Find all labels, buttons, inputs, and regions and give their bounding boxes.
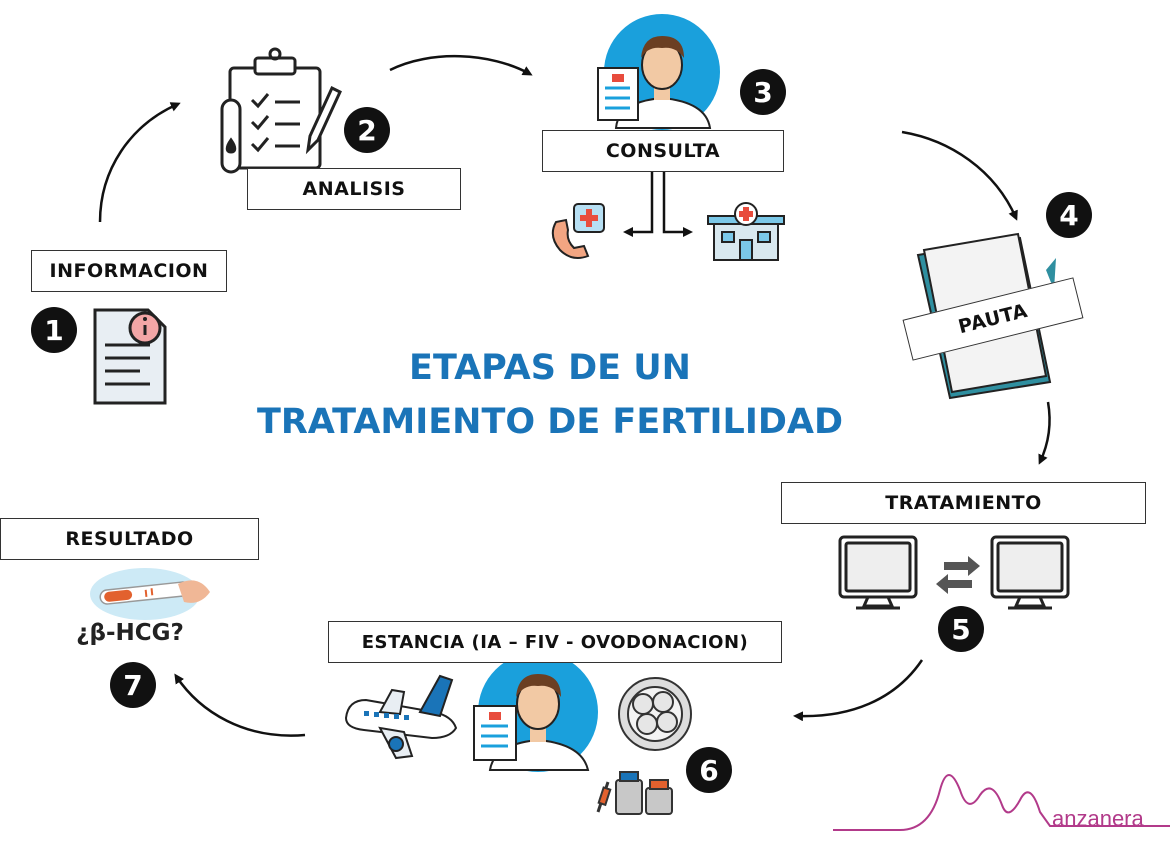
step-number-6: 6	[686, 747, 732, 793]
medication-icon	[596, 771, 673, 815]
step-label-tratamiento: TRATAMIENTO	[781, 482, 1146, 524]
embryo-icon	[618, 677, 692, 751]
result-note: ¿β-HCG?	[76, 620, 184, 646]
consulta-branch	[623, 172, 693, 237]
step-label-consulta: CONSULTA	[542, 130, 784, 172]
doctor-icon-stay	[473, 652, 598, 772]
exchange-arrows-icon	[936, 556, 980, 594]
arrow-5-to-6	[793, 659, 924, 722]
info-document-icon	[93, 308, 167, 405]
step-number-1: 1	[31, 307, 77, 353]
step-number-4: 4	[1046, 192, 1092, 238]
computer-right-icon	[990, 535, 1070, 610]
step-number-5: 5	[938, 606, 984, 652]
diagram-title-line-1: ETAPAS DE UN	[409, 348, 691, 388]
arrow-3-to-4	[901, 130, 1018, 221]
step-number-2: 2	[344, 107, 390, 153]
phone-medical-icon	[551, 203, 605, 259]
step-number-3: 3	[740, 69, 786, 115]
computer-left-icon	[838, 535, 918, 610]
brand-logo-curve	[833, 774, 1170, 831]
arrow-6-to-7	[174, 673, 306, 737]
diagram-title-line-2: TRATAMIENTO DE FERTILIDAD	[256, 402, 844, 442]
step-label-informacion: INFORMACION	[31, 250, 227, 292]
step-label-analisis: ANALISIS	[247, 168, 461, 210]
brand-name: anzanera	[1052, 806, 1144, 831]
pregnancy-test-icon	[90, 568, 210, 620]
step-number-7: 7	[110, 662, 156, 708]
arrow-1-to-2	[98, 102, 181, 223]
step-label-estancia: ESTANCIA (IA – FIV - OVODONACION)	[328, 621, 782, 663]
arrow-2-to-3	[389, 54, 533, 76]
hospital-icon	[707, 202, 785, 261]
doctor-icon	[597, 14, 720, 130]
step-label-resultado: RESULTADO	[0, 518, 259, 560]
arrow-4-to-5	[1038, 401, 1051, 465]
clipboard-test-tube-icon	[220, 47, 342, 174]
airplane-icon	[344, 674, 458, 760]
